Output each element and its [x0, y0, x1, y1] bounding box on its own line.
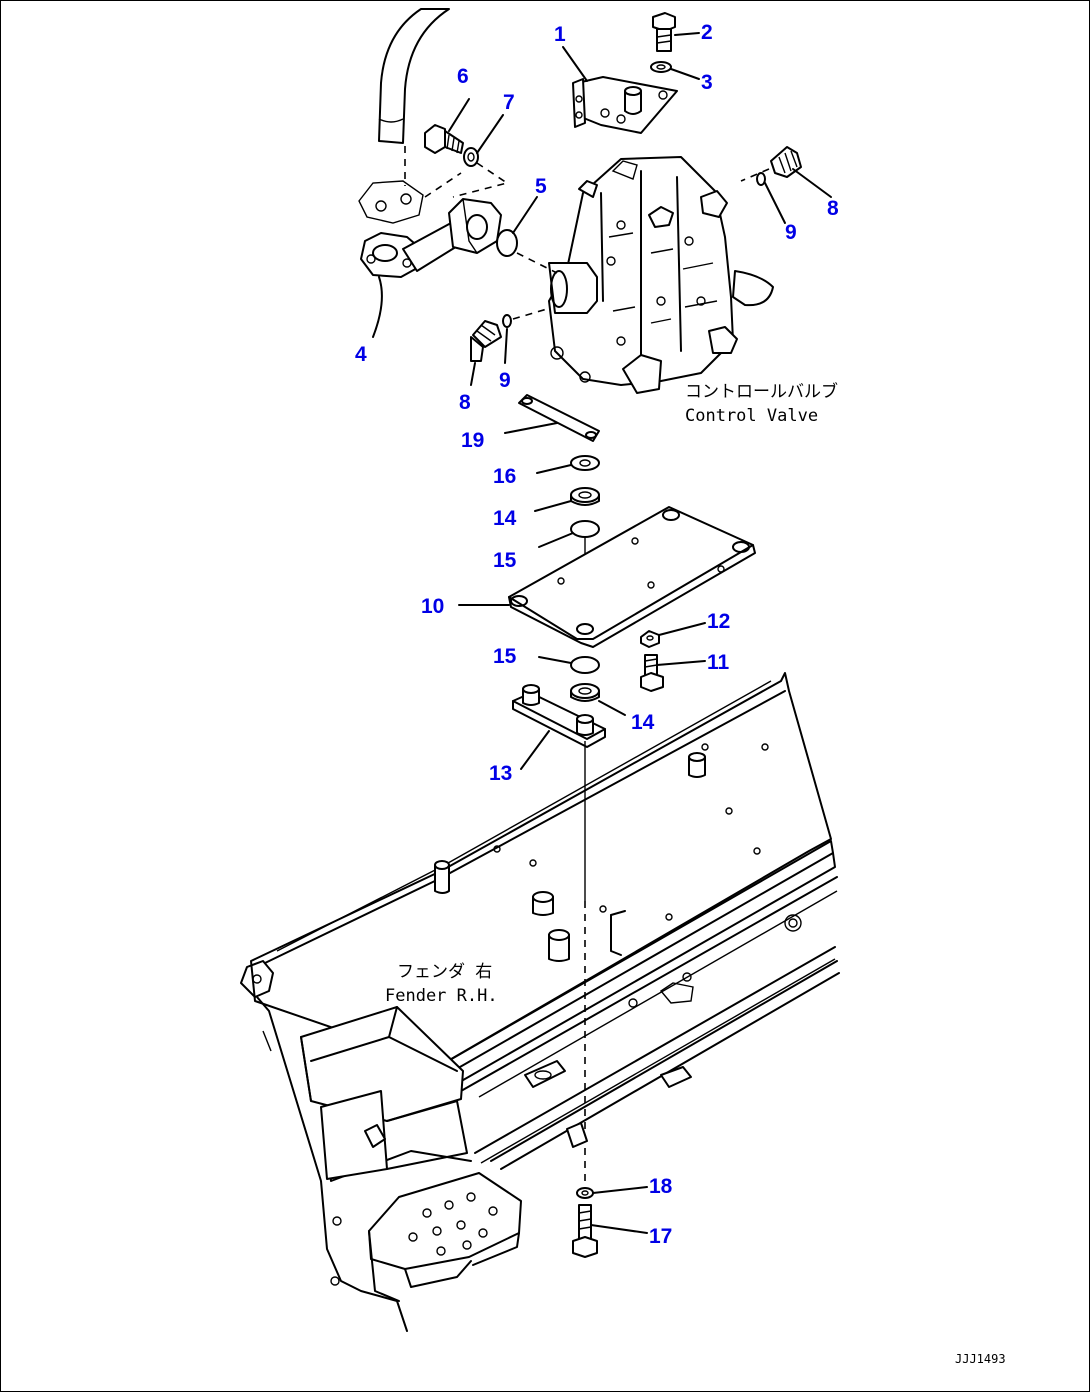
- fender-rh: [240, 672, 840, 1332]
- callout-17: 17: [649, 1225, 672, 1248]
- control-valve-label-en: Control Valve: [685, 406, 818, 426]
- bolt-part-6: [424, 98, 470, 154]
- hose-flange: [358, 172, 462, 224]
- callout-6: 6: [457, 65, 469, 88]
- callout-15-lower: 15: [493, 645, 517, 668]
- o-ring-part-5: [496, 196, 558, 274]
- callout-7: 7: [503, 91, 515, 114]
- washer-part-3: [650, 61, 700, 80]
- control-valve-label-jp: コントロールバルブ: [685, 381, 838, 402]
- bushing-part-14-upper: [534, 487, 600, 512]
- plug-part-8-upper: [740, 146, 832, 198]
- nut-part-12: [640, 622, 706, 648]
- fender-label-en: Fender R.H.: [385, 986, 498, 1006]
- callout-13: 13: [489, 762, 512, 785]
- callout-4: 4: [355, 343, 367, 366]
- bushing-part-14-lower: [570, 683, 626, 716]
- strap-part-19: [504, 394, 600, 442]
- washer-part-16: [536, 455, 600, 474]
- callout-16: 16: [493, 465, 516, 488]
- plate-part-13: [512, 684, 606, 770]
- bolt-part-2: [652, 12, 700, 52]
- shim-part-15-lower: [538, 656, 600, 674]
- callout-14-lower: 14: [631, 711, 655, 734]
- callout-1: 1: [554, 23, 566, 46]
- callout-5: 5: [535, 175, 547, 198]
- callout-8-upper: 8: [827, 197, 839, 220]
- callout-3: 3: [701, 71, 713, 94]
- callout-14-upper: 14: [493, 507, 517, 530]
- plug-part-8-lower: [470, 320, 502, 386]
- plate-part-10: [458, 506, 756, 648]
- control-valve-label: コントロールバルブ Control Valve: [685, 381, 838, 426]
- callout-numbers: 1 2 3 4 5 6 7 8 8 9 9 10 11 12 13 14 14 …: [355, 21, 839, 1248]
- elbow-part-4: [360, 198, 502, 338]
- washer-part-18: [576, 1186, 648, 1199]
- callout-2: 2: [701, 21, 713, 44]
- callout-15-upper: 15: [493, 549, 517, 572]
- fender-label: フェンダ 右 Fender R.H.: [385, 962, 498, 1006]
- callout-9-lower: 9: [499, 369, 511, 392]
- callout-11: 11: [707, 651, 730, 674]
- figure-reference: JJJ1493: [955, 1352, 1006, 1366]
- bolt-part-17: [572, 1204, 648, 1258]
- bolt-part-11: [640, 654, 706, 692]
- callout-18: 18: [649, 1175, 673, 1198]
- o-ring-part-9-lower: [502, 308, 548, 364]
- callout-12: 12: [707, 610, 730, 633]
- washer-part-7: [452, 114, 509, 198]
- callout-8-lower: 8: [459, 391, 471, 414]
- callout-10: 10: [421, 595, 444, 618]
- callout-19: 19: [461, 429, 484, 452]
- fender-label-jp: フェンダ 右: [397, 962, 492, 982]
- callout-9-upper: 9: [785, 221, 797, 244]
- bracket-part-1: [562, 46, 678, 134]
- hose: [378, 8, 450, 186]
- control-valve: [548, 156, 774, 394]
- o-ring-part-9-upper: [756, 172, 786, 224]
